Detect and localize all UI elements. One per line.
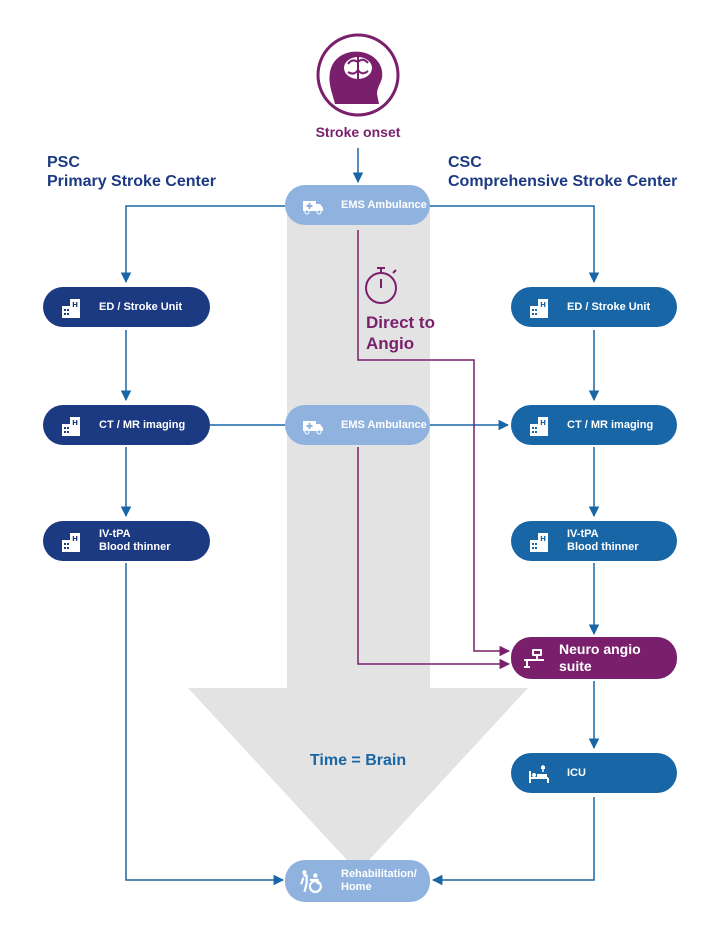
neuro-angio-text: Neuro angio suite bbox=[559, 641, 641, 675]
csc-ct-mr-imaging[interactable]: H CT / MR imaging bbox=[511, 405, 677, 445]
stopwatch-icon bbox=[365, 267, 397, 304]
psc-ed-stroke-unit-label: ED / Stroke Unit bbox=[99, 300, 183, 313]
ems-ambulance-top[interactable]: EMS Ambulance bbox=[285, 185, 430, 225]
csc-blood-thinner-label: Blood thinner bbox=[567, 541, 639, 553]
connector-ems-csc bbox=[430, 205, 600, 284]
hospital-icon: H bbox=[530, 417, 548, 436]
svg-text:H: H bbox=[72, 419, 78, 427]
psc-abbr: PSC bbox=[47, 154, 80, 171]
rehabilitation-home[interactable]: Rehabilitation/ Home bbox=[285, 860, 430, 902]
hospital-icon: H bbox=[62, 417, 80, 436]
hospital-icon: H bbox=[62, 533, 80, 552]
psc-iv-tpa[interactable]: H IV-tPA Blood thinner bbox=[43, 521, 210, 561]
suite-label: suite bbox=[559, 658, 592, 674]
csc-icu[interactable]: ICU bbox=[511, 753, 677, 793]
svg-text:H: H bbox=[72, 301, 78, 309]
csc-name: Comprehensive Stroke Center bbox=[448, 173, 678, 190]
direct-to-angio-line2: Angio bbox=[366, 334, 415, 353]
direct-to-angio-line1: Direct to bbox=[366, 313, 435, 332]
csc-iv-tpa-text: IV-tPA Blood thinner bbox=[567, 528, 639, 554]
hospital-icon: H bbox=[62, 299, 80, 318]
psc-ct-mr-imaging[interactable]: H CT / MR imaging bbox=[43, 405, 210, 445]
psc-name: Primary Stroke Center bbox=[47, 173, 216, 190]
ems-ambulance-top-label: EMS Ambulance bbox=[341, 198, 427, 211]
head-brain-icon bbox=[329, 51, 383, 104]
psc-ct-mr-imaging-label: CT / MR imaging bbox=[99, 418, 186, 431]
hospital-icon: H bbox=[530, 533, 548, 552]
svg-text:H: H bbox=[540, 301, 546, 309]
csc-abbr: CSC bbox=[448, 154, 482, 171]
wheelchair-person-icon bbox=[300, 870, 322, 893]
psc-blood-thinner-label: Blood thinner bbox=[99, 541, 171, 553]
ems-ambulance-mid-label: EMS Ambulance bbox=[341, 418, 427, 431]
hospital-icon: H bbox=[530, 299, 548, 318]
stroke-onset-label: Stroke onset bbox=[315, 124, 401, 140]
rehab-text: Rehabilitation/ Home bbox=[341, 868, 417, 894]
csc-icu-label: ICU bbox=[567, 766, 586, 779]
ambulance-icon bbox=[303, 201, 323, 215]
psc-heading: PSC Primary Stroke Center bbox=[47, 153, 216, 191]
psc-iv-tpa-text: IV-tPA Blood thinner bbox=[99, 528, 171, 554]
hospital-bed-icon bbox=[529, 765, 549, 783]
connector-direct-angio bbox=[357, 230, 511, 657]
svg-text:H: H bbox=[540, 419, 546, 427]
csc-ed-stroke-unit[interactable]: H ED / Stroke Unit bbox=[511, 287, 677, 327]
time-brain-label: Time = Brain bbox=[309, 752, 407, 769]
psc-iv-tpa-label: IV-tPA bbox=[99, 528, 131, 540]
csc-iv-tpa-label: IV-tPA bbox=[567, 528, 599, 540]
csc-neuro-angio-suite[interactable]: Neuro angio suite bbox=[511, 637, 677, 679]
csc-iv-tpa[interactable]: H IV-tPA Blood thinner bbox=[511, 521, 677, 561]
rehab-line1: Rehabilitation/ bbox=[341, 868, 417, 880]
angio-scanner-icon bbox=[524, 649, 544, 668]
csc-heading: CSC Comprehensive Stroke Center bbox=[448, 153, 677, 191]
connector-psc-rehab bbox=[125, 563, 285, 886]
rehab-line2: Home bbox=[341, 881, 372, 893]
connector-ems-psc bbox=[120, 205, 285, 284]
neuro-angio-label: Neuro angio bbox=[559, 641, 641, 657]
connector-icu-rehab bbox=[431, 797, 595, 886]
ambulance-icon bbox=[303, 421, 323, 435]
csc-ct-mr-imaging-label: CT / MR imaging bbox=[567, 418, 654, 431]
svg-text:H: H bbox=[72, 535, 78, 543]
connector-ems-mid-angio bbox=[357, 447, 511, 670]
csc-ed-stroke-unit-label: ED / Stroke Unit bbox=[567, 300, 651, 313]
psc-ed-stroke-unit[interactable]: H ED / Stroke Unit bbox=[43, 287, 210, 327]
svg-text:H: H bbox=[540, 535, 546, 543]
direct-to-angio-label: Direct to Angio bbox=[366, 312, 435, 354]
ems-ambulance-mid[interactable]: EMS Ambulance bbox=[285, 405, 430, 445]
